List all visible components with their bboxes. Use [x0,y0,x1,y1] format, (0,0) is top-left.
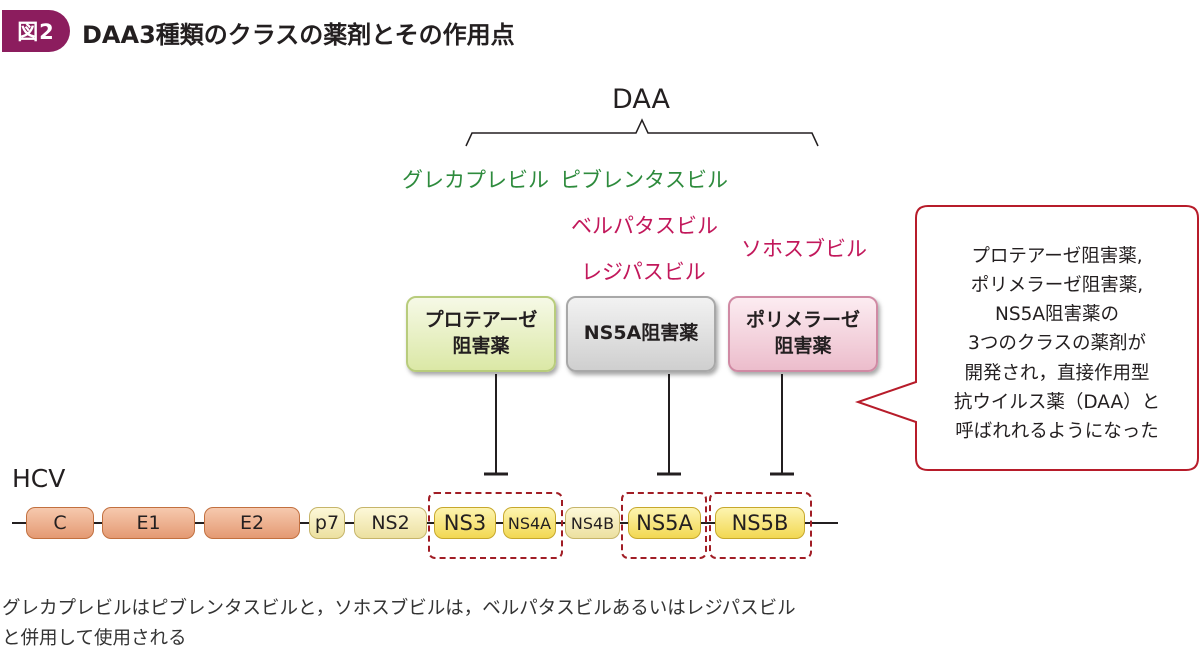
hcv-label: HCV [12,464,66,493]
bubble-line-6: 抗ウイルス薬（DAA）と [953,391,1161,413]
protein-ns5a: NS5A [628,507,701,539]
speech-bubble-outline [854,205,1199,471]
protein-ns4a: NS4A [503,507,556,539]
protein-ns5b: NS5B [715,507,805,539]
footnote: グレカプレビルはピブレンタスビルと，ソホスブビルは，ベルパタスビルあるいはレジパ… [2,594,796,653]
figure-badge: 図2 [2,10,70,52]
inhibition-markers [484,374,794,476]
class-ns5a-inhibitor: NS5A阻害薬 [566,296,716,372]
protein-e1: E1 [102,507,195,539]
daa-bracket [465,118,819,147]
drug-pibrentasvir: ピブレンタスビル [560,168,728,192]
drug-sofosbuvir: ソホスブビル [741,237,867,261]
class-protease-line1: プロテアーゼ [424,309,538,332]
bubble-line-4: 3つのクラスの薬剤が [968,333,1146,355]
drug-velpatasvir: ベルパタスビル [571,214,718,238]
class-protease-line2: 阻害薬 [452,335,510,357]
target-box-ns5b [709,492,812,559]
protein-e2: E2 [204,507,300,539]
bubble-line-7: 呼ばれれるようになった [955,420,1159,442]
protein-ns2: NS2 [354,507,427,539]
class-polymerase-line1: ポリメラーゼ [745,309,860,332]
protein-p7: p7 [309,507,345,539]
bubble-line-1: プロテアーゼ阻害薬, [971,246,1143,268]
drug-ledipasvir: レジパスビル [581,260,706,284]
daa-label: DAA [612,84,671,115]
footnote-line-1: グレカプレビルはピブレンタスビルと，ソホスブビルは，ベルパタスビルあるいはレジパ… [2,598,796,619]
bubble-line-5: 開発され，直接作用型 [964,362,1150,384]
protein-ns4b: NS4B [565,507,620,539]
protein-ns3: NS3 [434,507,496,539]
class-protease-inhibitor: プロテアーゼ 阻害薬 [406,296,556,372]
bubble-line-2: ポリメラーゼ阻害薬, [970,275,1144,297]
target-box-ns5a [621,492,707,559]
drug-glecaprevir: グレカプレビル [402,168,549,192]
bubble-line-3: NS5A阻害薬の [994,304,1119,326]
speech-bubble-text: プロテアーゼ阻害薬, ポリメラーゼ阻害薬, NS5A阻害薬の 3つのクラスの薬剤… [916,218,1198,470]
footnote-line-2: と併用して使用される [2,627,187,649]
class-polymerase-inhibitor: ポリメラーゼ 阻害薬 [728,296,878,372]
class-polymerase-line2: 阻害薬 [774,335,832,357]
figure-title: DAA3種類のクラスの薬剤とその作用点 [82,21,515,49]
target-box-ns3-ns4a [428,492,563,559]
protein-c: C [26,507,94,539]
class-ns5a-label: NS5A阻害薬 [583,322,699,345]
